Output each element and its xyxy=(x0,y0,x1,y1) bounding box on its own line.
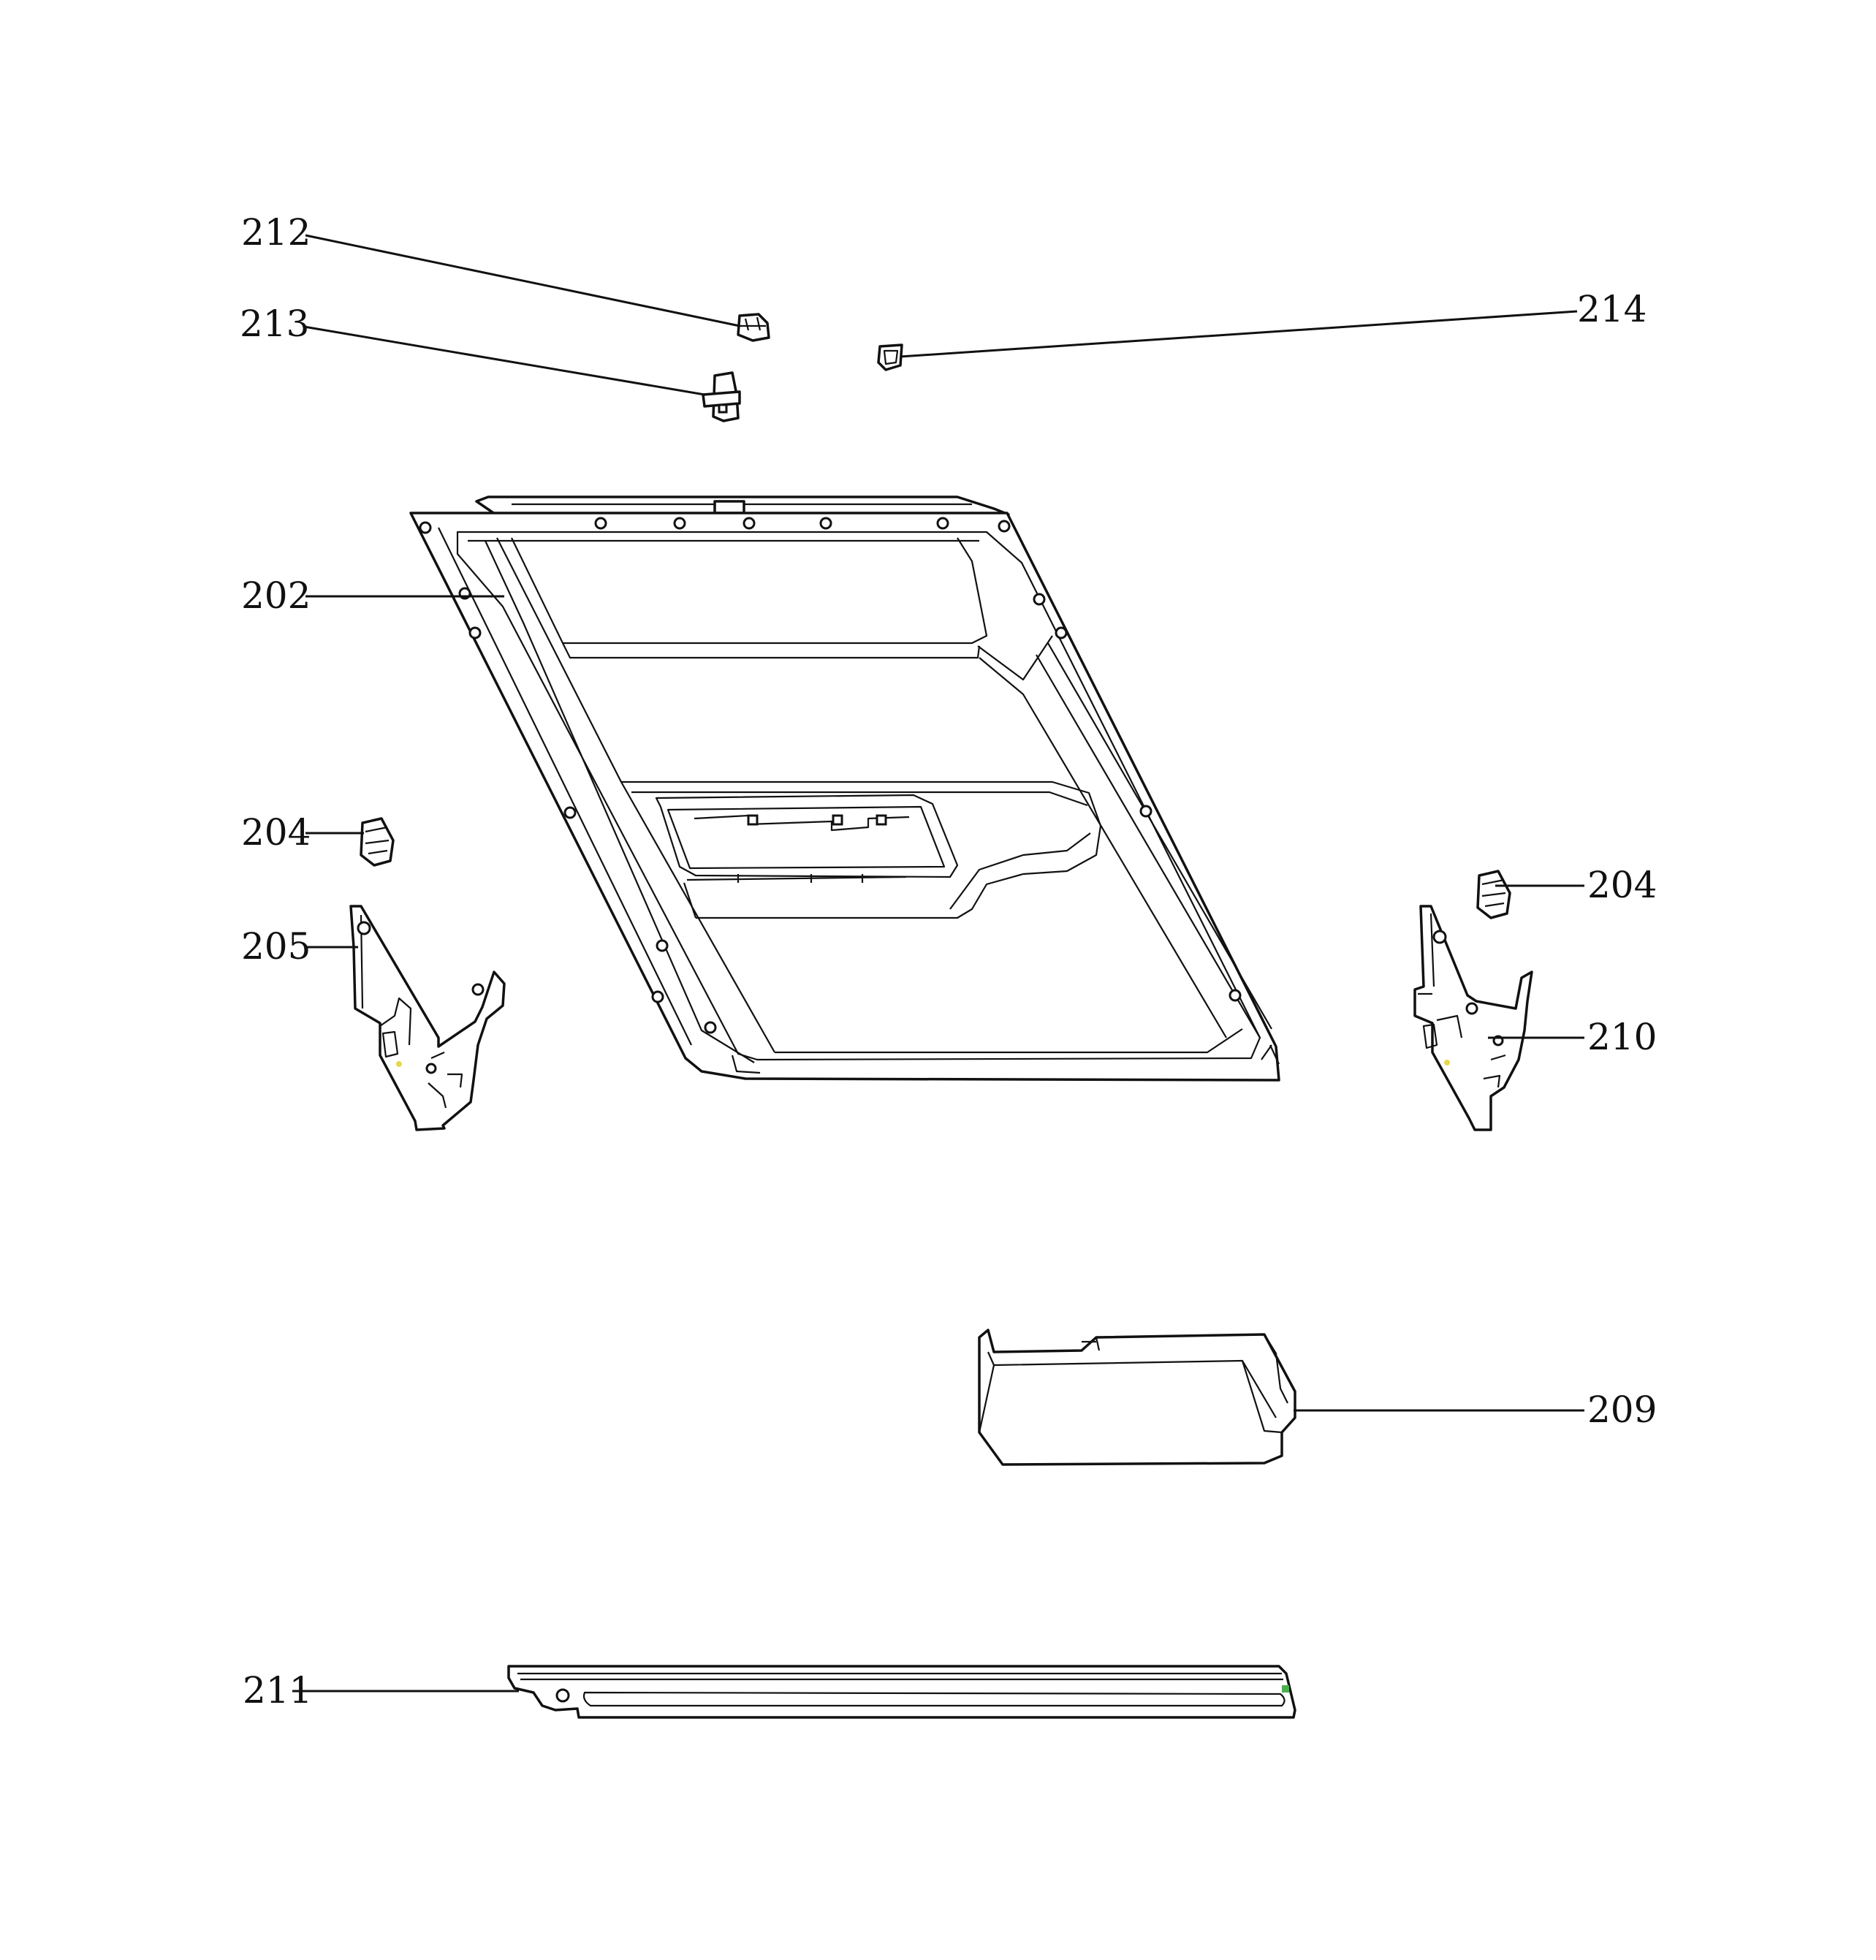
label-204-left: 204 xyxy=(241,811,311,854)
label-205: 205 xyxy=(241,925,311,968)
part-202-inner-door xyxy=(409,495,1280,1082)
part-211-bottom-rail xyxy=(507,1665,1296,1719)
label-210: 210 xyxy=(1587,1016,1657,1058)
part-204-roller-left xyxy=(360,817,395,867)
leader-213 xyxy=(303,325,705,396)
label-202: 202 xyxy=(241,574,311,617)
part-214-strike xyxy=(877,343,903,371)
label-212: 212 xyxy=(241,211,311,254)
leader-212 xyxy=(305,234,740,327)
label-211: 211 xyxy=(243,1669,312,1712)
label-213: 213 xyxy=(240,303,309,345)
part-209-cover xyxy=(978,1329,1296,1466)
part-204-roller-right xyxy=(1476,870,1511,919)
leader-214 xyxy=(900,310,1578,358)
part-213-latch xyxy=(702,371,741,422)
label-204-right: 204 xyxy=(1587,864,1657,906)
label-214: 214 xyxy=(1577,288,1647,330)
part-210-hinge-right xyxy=(1413,905,1533,1131)
label-209: 209 xyxy=(1587,1389,1657,1431)
part-205-hinge-left xyxy=(349,905,506,1131)
part-212-clip xyxy=(737,313,770,342)
